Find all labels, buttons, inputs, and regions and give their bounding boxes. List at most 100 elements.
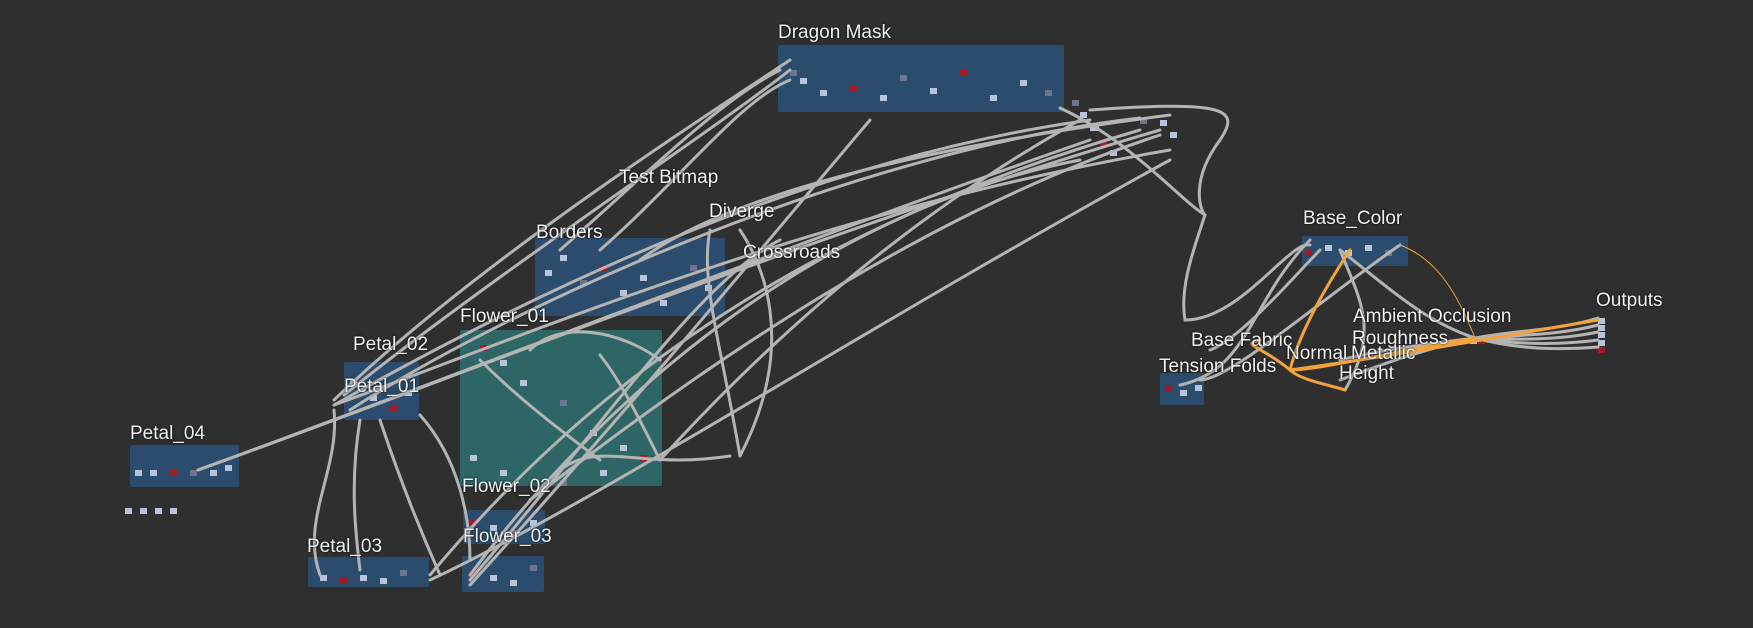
graph-node[interactable] — [1020, 80, 1027, 86]
wire-39 — [558, 454, 732, 472]
graph-node[interactable] — [640, 275, 647, 281]
graph-node[interactable] — [690, 265, 697, 271]
graph-node[interactable] — [1195, 385, 1202, 391]
graph-node[interactable] — [560, 400, 567, 406]
wire-23 — [1208, 248, 1322, 352]
graph-node[interactable] — [545, 270, 552, 276]
graph-node[interactable] — [1160, 120, 1167, 126]
graph-node[interactable] — [530, 520, 537, 526]
graph-node[interactable] — [370, 395, 377, 401]
graph-node[interactable] — [125, 508, 132, 514]
graph-node[interactable] — [530, 565, 537, 571]
graph-node[interactable] — [140, 508, 147, 514]
graph-node[interactable] — [1100, 140, 1107, 146]
graph-node[interactable] — [210, 470, 217, 476]
graph-node[interactable] — [1598, 332, 1605, 338]
graph-node[interactable] — [900, 75, 907, 81]
graph-node[interactable] — [135, 470, 142, 476]
frame-dragon-mask[interactable] — [778, 45, 1064, 112]
graph-node[interactable] — [520, 380, 527, 386]
graph-node[interactable] — [1140, 118, 1147, 124]
wire-21 — [1178, 238, 1312, 387]
graph-node[interactable] — [580, 280, 587, 286]
graph-node[interactable] — [390, 405, 397, 411]
graph-node[interactable] — [1325, 245, 1332, 251]
wire-33 — [352, 418, 362, 572]
graph-node[interactable] — [510, 530, 517, 536]
graph-node[interactable] — [1598, 340, 1605, 346]
graph-node[interactable] — [400, 570, 407, 576]
frame-label-petal-02: Petal_02 — [353, 334, 429, 355]
graph-node[interactable] — [880, 95, 887, 101]
graph-node[interactable] — [170, 508, 177, 514]
graph-node[interactable] — [620, 445, 627, 451]
graph-node[interactable] — [560, 480, 567, 486]
graph-node[interactable] — [1045, 90, 1052, 96]
graph-node[interactable] — [490, 525, 497, 531]
graph-node[interactable] — [470, 570, 477, 576]
graph-node[interactable] — [225, 465, 232, 471]
graph-node[interactable] — [500, 470, 507, 476]
graph-node[interactable] — [1165, 385, 1172, 391]
highlight-wire-thin — [1399, 244, 1476, 339]
graph-node[interactable] — [1072, 100, 1079, 106]
graph-node[interactable] — [380, 578, 387, 584]
graph-node[interactable] — [470, 455, 477, 461]
graph-node[interactable] — [150, 470, 157, 476]
graph-node[interactable] — [500, 360, 507, 366]
frame-label-dragon-mask: Dragon Mask — [778, 22, 891, 43]
wire-10 — [428, 128, 1142, 577]
wire-24 — [1338, 248, 1366, 392]
graph-node[interactable] — [930, 88, 937, 94]
frame-label-base-fabric: Base Fabric — [1191, 330, 1293, 351]
graph-node[interactable] — [820, 90, 827, 96]
graph-node[interactable] — [170, 470, 177, 476]
graph-node[interactable] — [1598, 318, 1605, 324]
graph-node[interactable] — [960, 70, 967, 76]
graph-node[interactable] — [800, 78, 807, 84]
graph-node[interactable] — [660, 300, 667, 306]
graph-node[interactable] — [190, 470, 197, 476]
graph-node[interactable] — [155, 508, 162, 514]
graph-node[interactable] — [1180, 390, 1187, 396]
wire-5 — [342, 68, 792, 397]
graph-node[interactable] — [990, 95, 997, 101]
frame-label-petal-03: Petal_03 — [307, 536, 383, 557]
graph-node[interactable] — [510, 580, 517, 586]
frame-label-base-color: Base_Color — [1303, 208, 1403, 229]
graph-node[interactable] — [1365, 245, 1372, 251]
graph-node[interactable] — [1080, 112, 1087, 118]
graph-node[interactable] — [470, 520, 477, 526]
wire-30 — [1473, 336, 1600, 351]
frame-borders[interactable] — [535, 238, 725, 316]
frame-label-height: Height — [1339, 363, 1394, 384]
graph-node[interactable] — [490, 575, 497, 581]
wire-36 — [418, 413, 472, 562]
graph-node[interactable] — [560, 255, 567, 261]
frame-flower-01[interactable] — [460, 330, 662, 486]
highlight-wire-4 — [1250, 338, 1292, 372]
graph-node[interactable] — [1598, 325, 1605, 331]
graph-node[interactable] — [1305, 250, 1312, 256]
frame-petal-04[interactable] — [130, 445, 239, 487]
highlight-wire-2 — [1288, 368, 1347, 392]
graph-node[interactable] — [360, 575, 367, 581]
graph-node[interactable] — [320, 575, 327, 581]
graph-node[interactable] — [790, 70, 797, 76]
graph-node[interactable] — [1170, 132, 1177, 138]
graph-node[interactable] — [850, 85, 857, 91]
wire-22 — [1198, 243, 1402, 382]
frame-petal-03[interactable] — [308, 557, 429, 587]
graph-node[interactable] — [600, 470, 607, 476]
frame-label-normal: Normal — [1286, 343, 1348, 364]
graph-node[interactable] — [1598, 347, 1605, 353]
graph-node[interactable] — [1110, 150, 1117, 156]
frame-label-petal-04: Petal_04 — [130, 423, 206, 444]
frame-label-flower-02: Flower_02 — [462, 476, 551, 497]
wire-25 — [1338, 248, 1477, 340]
graph-node[interactable] — [620, 290, 627, 296]
wire-35 — [312, 408, 337, 577]
graph-node[interactable] — [340, 578, 347, 584]
